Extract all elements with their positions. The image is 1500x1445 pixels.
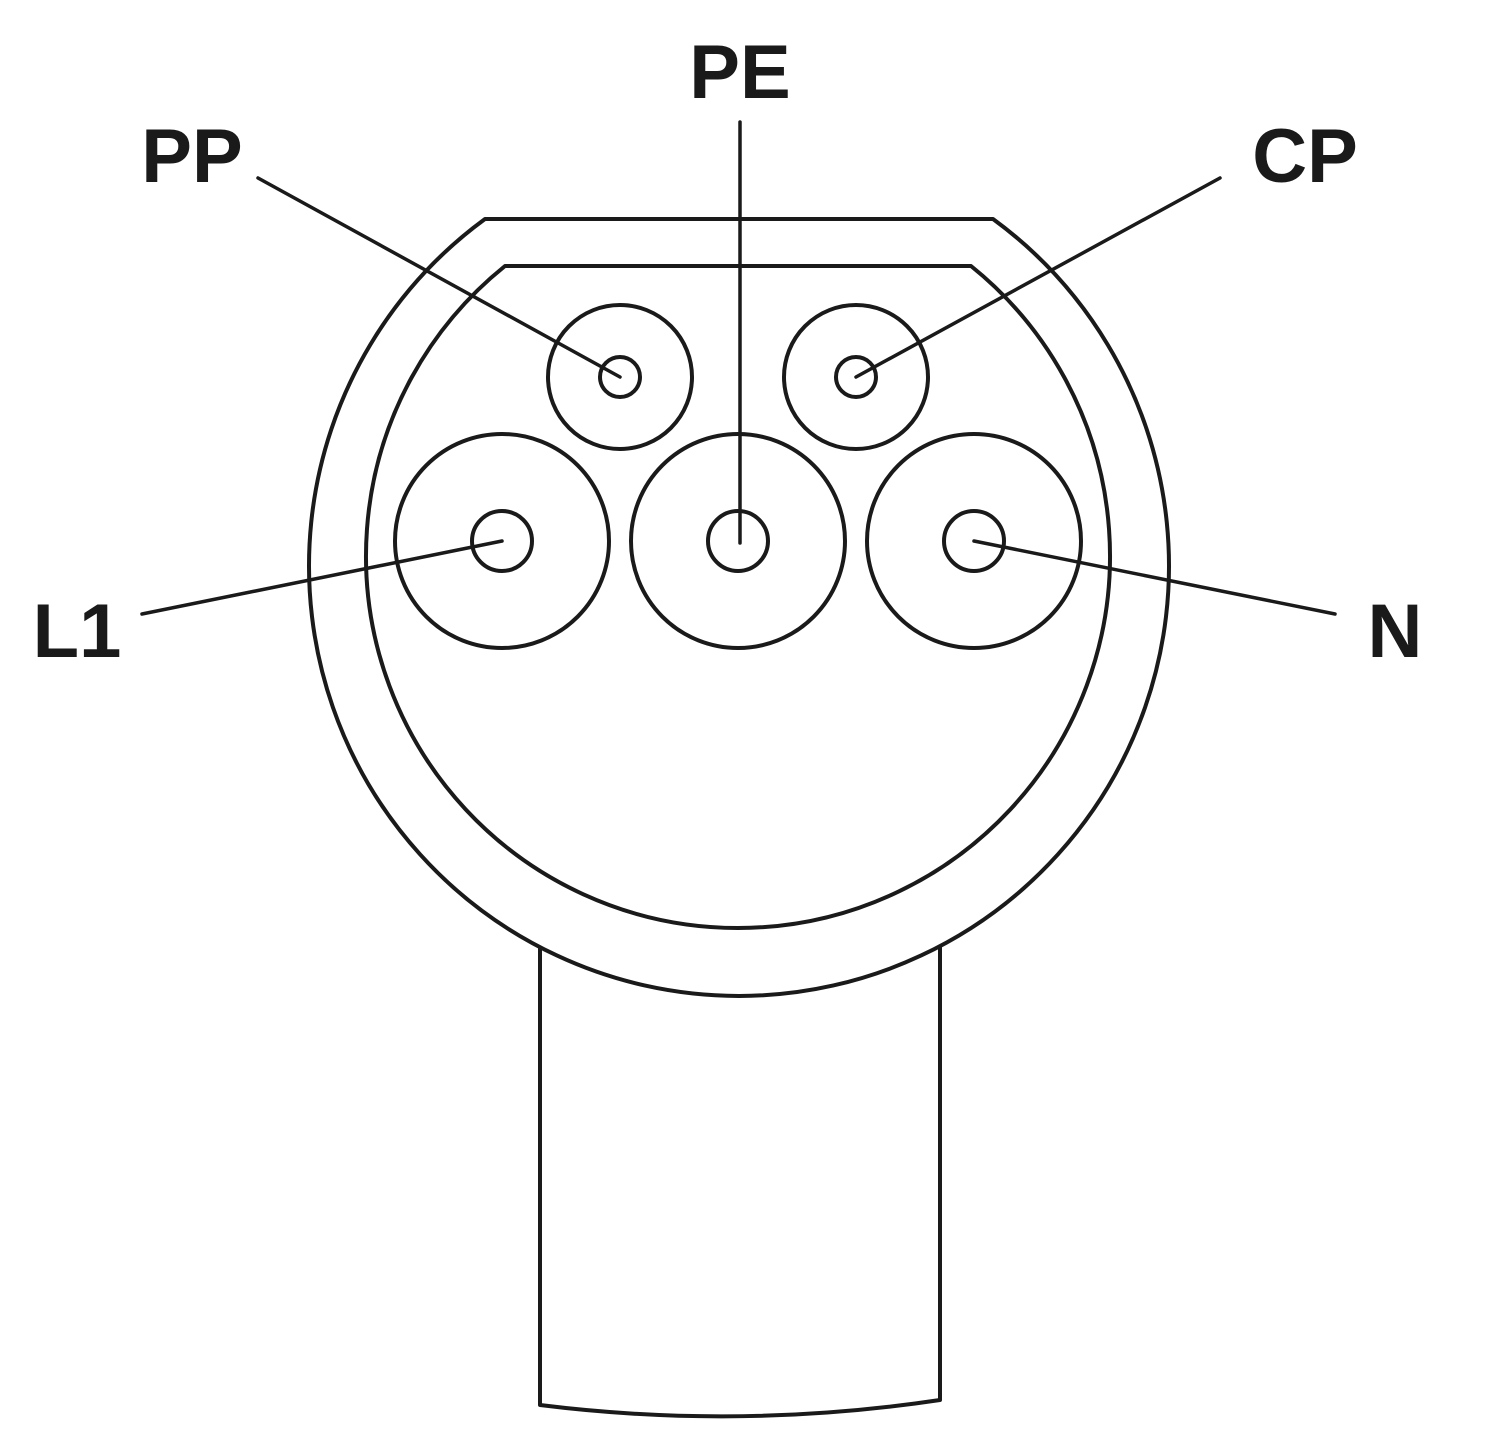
pp-leader-line — [256, 176, 622, 379]
connector-housing-outer — [307, 217, 1171, 998]
n-contact-pin — [942, 509, 1006, 573]
l1-label: L1 — [33, 589, 122, 674]
n-leader-line — [972, 539, 1337, 616]
l1-leader-line — [140, 539, 504, 616]
cp-label: CP — [1252, 114, 1358, 199]
cp-leader-line — [854, 176, 1222, 379]
pe-contact-ring — [629, 432, 847, 650]
cp-contact-ring — [782, 303, 930, 451]
n-contact-ring — [865, 432, 1083, 650]
n-label: N — [1368, 589, 1423, 674]
pp-contact-pin — [598, 355, 642, 399]
pp-label: PP — [141, 114, 242, 199]
pe-contact-pin — [706, 509, 770, 573]
cable-stem — [538, 940, 942, 1419]
pp-contact-ring — [546, 303, 694, 451]
l1-contact-ring — [393, 432, 611, 650]
pe-label: PE — [689, 30, 790, 115]
cp-contact-pin — [834, 355, 878, 399]
connector-face-inner — [364, 264, 1112, 930]
l1-contact-pin — [470, 509, 534, 573]
